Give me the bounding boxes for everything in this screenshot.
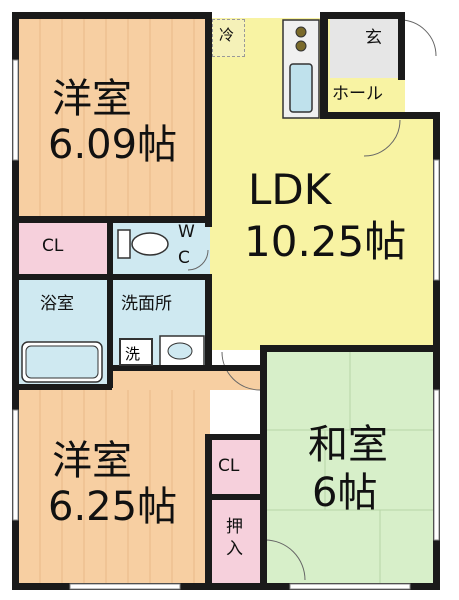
western-room-2-upper-floor [113, 368, 263, 390]
entrance-floor [330, 18, 405, 78]
japanese-room-name: 和室 [308, 422, 388, 468]
western-room-2-name: 洋室 [52, 438, 132, 484]
closet-2-floor [210, 440, 262, 495]
tatami-lines [265, 352, 437, 584]
ldk-floor [210, 118, 435, 350]
western-room-2-floor [18, 388, 210, 583]
japanese-room-size: 6帖 [312, 470, 378, 516]
western-room-1-name: 洋室 [52, 76, 132, 122]
stove-burner-2 [295, 40, 307, 52]
wood-grain [39, 18, 195, 583]
storage-label: 押入 [226, 517, 243, 560]
toilet-bowl [131, 232, 169, 256]
japanese-room-floor [265, 352, 437, 584]
closet-2-label: CL [218, 456, 240, 476]
stove-burner-1 [295, 26, 307, 38]
bathtub-inner [25, 345, 99, 379]
washroom-label: 洗面所 [121, 294, 172, 314]
washer-space: 洗 [119, 338, 153, 366]
western-room-1-size: 6.09帖 [48, 122, 178, 168]
hall-label: ホール [332, 84, 383, 104]
kitchen-sink [289, 63, 313, 113]
walls [12, 12, 440, 590]
windows [12, 59, 440, 590]
closet-1-label: CL [42, 236, 64, 256]
refrigerator-label: 冷 [219, 26, 235, 44]
wash-bowl [167, 342, 193, 360]
closet-1-floor [18, 222, 108, 274]
washer-label: 洗 [125, 345, 141, 363]
toilet-tank [117, 229, 131, 259]
entrance-label: 玄 [365, 28, 382, 48]
western-room-2-size: 6.25帖 [48, 484, 178, 530]
bathroom-label: 浴室 [40, 294, 74, 314]
toilet-w-label: W [178, 222, 195, 242]
wash-basin [159, 335, 205, 367]
western-room-1-floor [18, 18, 210, 220]
storage-floor [210, 498, 262, 583]
ldk-size: 10.25帖 [244, 217, 407, 266]
ldk-name: LDK [248, 165, 332, 214]
toilet-c-label: C [178, 248, 190, 268]
refrigerator-space [212, 19, 245, 57]
hall-floor [330, 78, 405, 118]
